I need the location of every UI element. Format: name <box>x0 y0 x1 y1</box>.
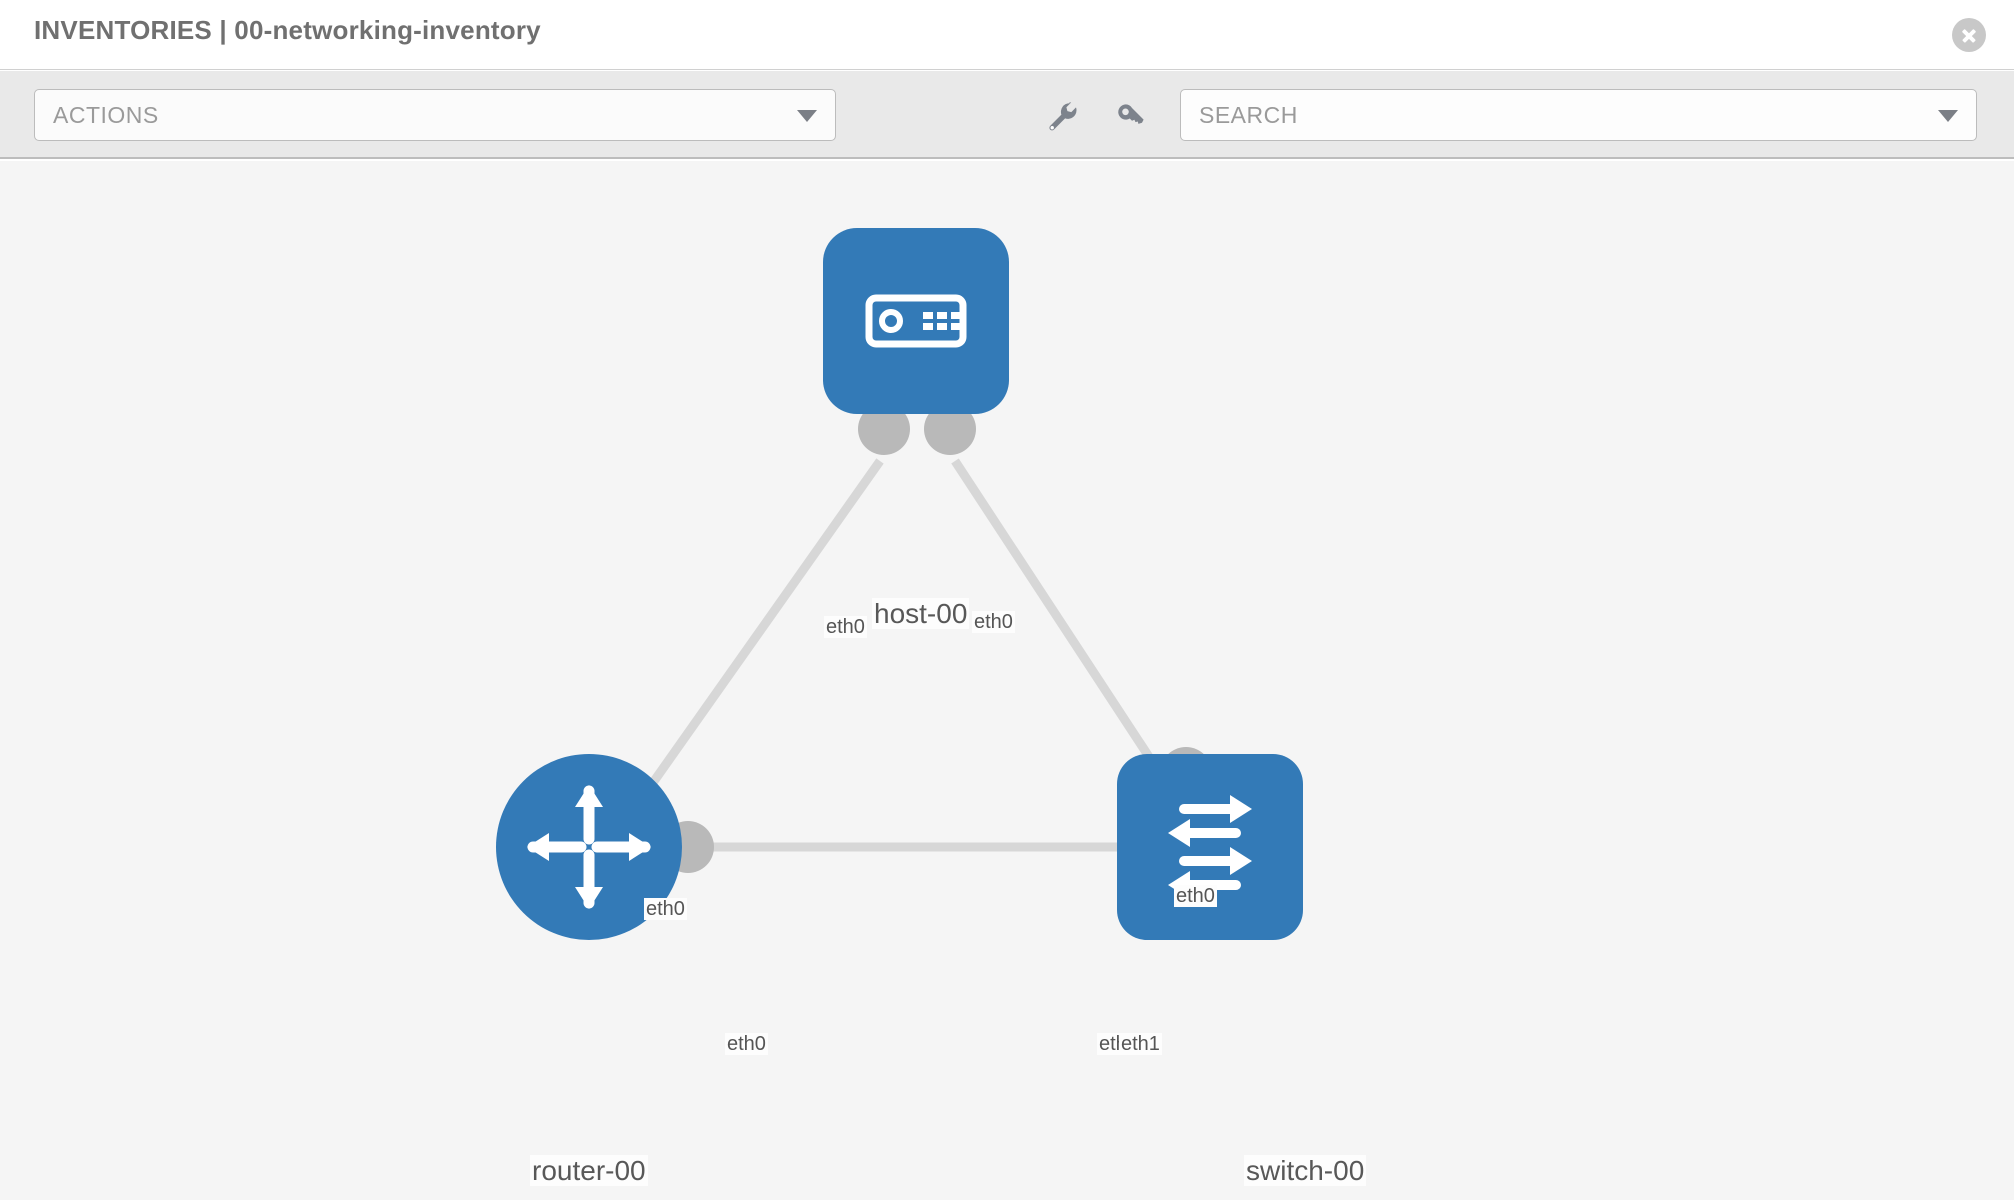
wrench-icon[interactable] <box>1045 99 1079 133</box>
search-placeholder: SEARCH <box>1199 102 1298 128</box>
node-host-00[interactable] <box>823 228 1009 414</box>
node-label-router-00: router-00 <box>530 1155 648 1187</box>
actions-dropdown-label: ACTIONS <box>53 102 159 128</box>
node-label-switch-00: switch-00 <box>1244 1155 1367 1187</box>
chevron-down-icon <box>797 110 817 122</box>
edge-host-switch <box>951 458 1182 804</box>
actions-dropdown[interactable]: ACTIONS <box>34 89 836 141</box>
iface-label-router-eth0-north: eth0 <box>644 898 687 921</box>
iface-label-switch-eth1: eth1 <box>1119 1033 1162 1056</box>
connector-host-left <box>858 403 910 455</box>
chevron-down-icon[interactable] <box>1938 110 1958 122</box>
connector-host-right <box>924 403 976 455</box>
node-switch-00[interactable] <box>1117 754 1303 940</box>
page-header: INVENTORIES | 00-networking-inventory <box>0 0 2014 70</box>
iface-label-switch-eth0-north: eth0 <box>1174 885 1217 908</box>
topology-canvas[interactable]: host-00 router-00 switch-00 eth0 eth0 et… <box>0 161 2014 1200</box>
toolbar: ACTIONS SEARCH <box>0 71 2014 159</box>
node-label-host-00: host-00 <box>872 598 970 630</box>
iface-label-router-eth0-east: eth0 <box>725 1033 768 1056</box>
close-icon[interactable] <box>1952 18 1986 52</box>
node-router-00[interactable] <box>496 754 682 940</box>
topology-graph <box>496 228 1303 940</box>
key-icon[interactable] <box>1113 99 1147 133</box>
iface-label-host-eth0-right: eth0 <box>972 611 1015 634</box>
page-title: INVENTORIES | 00-networking-inventory <box>34 15 541 45</box>
search-input[interactable]: SEARCH <box>1180 89 1977 141</box>
edge-host-router <box>636 458 884 804</box>
iface-label-host-eth0-left: eth0 <box>824 616 867 639</box>
topology-edges <box>636 458 1182 852</box>
